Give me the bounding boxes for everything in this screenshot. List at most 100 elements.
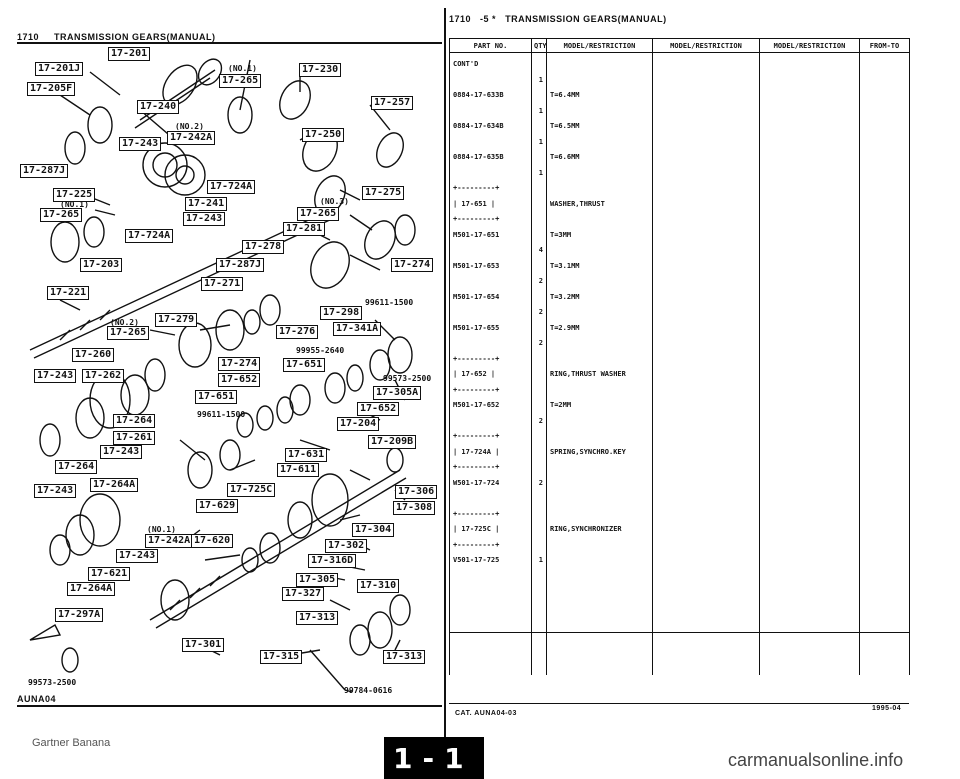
- table-cell: 2: [538, 478, 543, 487]
- from-to-column: [859, 52, 910, 675]
- part-label: 17-240: [137, 100, 180, 114]
- table-cell: T=6.4MM: [550, 91, 580, 99]
- right-header: 1710 -5 * TRANSMISSION GEARS(MANUAL): [449, 14, 667, 24]
- left-header: 1710 TRANSMISSION GEARS(MANUAL): [17, 32, 216, 42]
- part-label: 17-316D: [308, 554, 357, 568]
- table-cell: [550, 476, 649, 492]
- table-cell: WASHER,THRUST: [550, 199, 605, 208]
- diagram-note: (NO.2): [110, 318, 139, 327]
- table-cell: SPRING,SYNCHRO.KEY: [550, 447, 626, 456]
- table-cell: [550, 429, 649, 445]
- part-label: 17-313: [383, 650, 426, 664]
- part-label: 17-242A: [167, 131, 216, 145]
- part-label: 17-327: [282, 587, 325, 601]
- footer-date: 1995-04: [872, 705, 902, 712]
- part-label: 17-302: [325, 539, 368, 553]
- table-cell: [535, 212, 543, 228]
- input-shaft-drawing: [134, 69, 216, 129]
- part-label: 17-243: [34, 484, 77, 498]
- table-cell: [535, 507, 543, 523]
- col-model-restriction-1: MODEL/RESTRICTION: [546, 38, 653, 53]
- table-cell: [535, 398, 543, 414]
- part-label: 17-306: [395, 485, 438, 499]
- table-cell: [550, 166, 649, 182]
- col-model-restriction-3: MODEL/RESTRICTION: [759, 38, 860, 53]
- table-cell: 2: [538, 416, 543, 425]
- table-cell: [453, 243, 528, 259]
- part-label: 17-241: [185, 197, 228, 211]
- right-header-code: 1710: [449, 14, 472, 24]
- table-cell: CONT'D: [453, 60, 479, 68]
- table-cell: [535, 321, 543, 337]
- parts-table: PART NO. QTY MODEL/RESTRICTION MODEL/RES…: [449, 38, 910, 675]
- part-label: 17-243: [119, 137, 162, 151]
- table-cell: [550, 553, 649, 569]
- part-label: 17-298: [320, 306, 363, 320]
- table-cell: [550, 352, 649, 368]
- part-label: 17-724A: [125, 229, 174, 243]
- part-label: 17-315: [260, 650, 303, 664]
- table-cell: M501-17-653: [453, 261, 500, 270]
- table-cell: [550, 57, 649, 73]
- table-cell: [550, 212, 649, 228]
- table-cell: 1: [538, 556, 543, 564]
- table-cell: 2: [538, 339, 543, 347]
- left-header-code: 1710: [17, 32, 40, 42]
- table-cell: T=6.6MM: [550, 153, 580, 161]
- parts-table-header: PART NO. QTY MODEL/RESTRICTION MODEL/RES…: [449, 38, 910, 53]
- table-cell: [550, 414, 649, 430]
- diagram-note: (NO.2): [175, 122, 204, 131]
- part-label: 17-201J: [35, 62, 84, 76]
- table-cell: [550, 104, 649, 120]
- part-label: 17-203: [80, 258, 123, 272]
- table-cell: T=3.1MM: [550, 261, 580, 270]
- right-header-title: TRANSMISSION GEARS(MANUAL): [505, 14, 667, 24]
- table-cell: M501-17-655: [453, 323, 500, 332]
- table-cell: [550, 491, 649, 507]
- table-cell: [535, 352, 543, 368]
- table-cell: 2: [538, 277, 543, 285]
- diagram-note: (NO.3): [320, 197, 349, 206]
- table-cell: [453, 166, 528, 182]
- part-label: 17-725C: [227, 483, 276, 497]
- part-label: 17-308: [393, 501, 436, 515]
- part-label: 17-652: [218, 373, 261, 387]
- table-cell: [535, 383, 543, 399]
- table-cell: [453, 73, 528, 89]
- part-label: 17-620: [191, 534, 234, 548]
- part-label: 17-201: [108, 47, 151, 61]
- page-divider: [444, 8, 446, 743]
- part-label: 17-264A: [67, 582, 116, 596]
- table-cell: V501-17-725: [453, 556, 500, 564]
- part-label: 17-265: [219, 74, 262, 88]
- table-cell: [535, 119, 543, 135]
- table-cell: [453, 336, 528, 352]
- part-label: 17-265: [107, 326, 150, 340]
- diagram-note: 99955-2640: [296, 346, 345, 355]
- table-cell: +---------+: [453, 463, 500, 471]
- table-cell: [550, 181, 649, 197]
- diagram-note: 99611-1500: [365, 298, 414, 307]
- table-cell: +---------+: [453, 509, 500, 518]
- table-cell: T=3.2MM: [550, 292, 580, 301]
- table-cell: 4: [538, 246, 543, 254]
- part-label: 17-724A: [207, 180, 256, 194]
- diagram-note: (NO.1): [60, 200, 89, 209]
- table-cell: 0884-17-633B: [453, 91, 504, 99]
- table-cell: 1: [538, 106, 543, 115]
- table-cell: [535, 181, 543, 197]
- table-bottom-rule: [449, 632, 909, 633]
- table-cell: [453, 135, 528, 151]
- diagram-note: 99784-0616: [344, 686, 393, 695]
- part-label: 17-221: [47, 286, 90, 300]
- counter-shaft-drawing: [149, 469, 407, 629]
- table-cell: [535, 429, 543, 445]
- part-label: 17-287J: [216, 258, 265, 272]
- footer-right-rule: [449, 703, 909, 704]
- table-cell: | 17-725C |: [453, 525, 500, 533]
- part-label: 17-310: [357, 579, 400, 593]
- table-cell: [535, 445, 543, 461]
- synchro-gear-drawing: [142, 142, 206, 196]
- table-cell: +---------+: [453, 215, 500, 223]
